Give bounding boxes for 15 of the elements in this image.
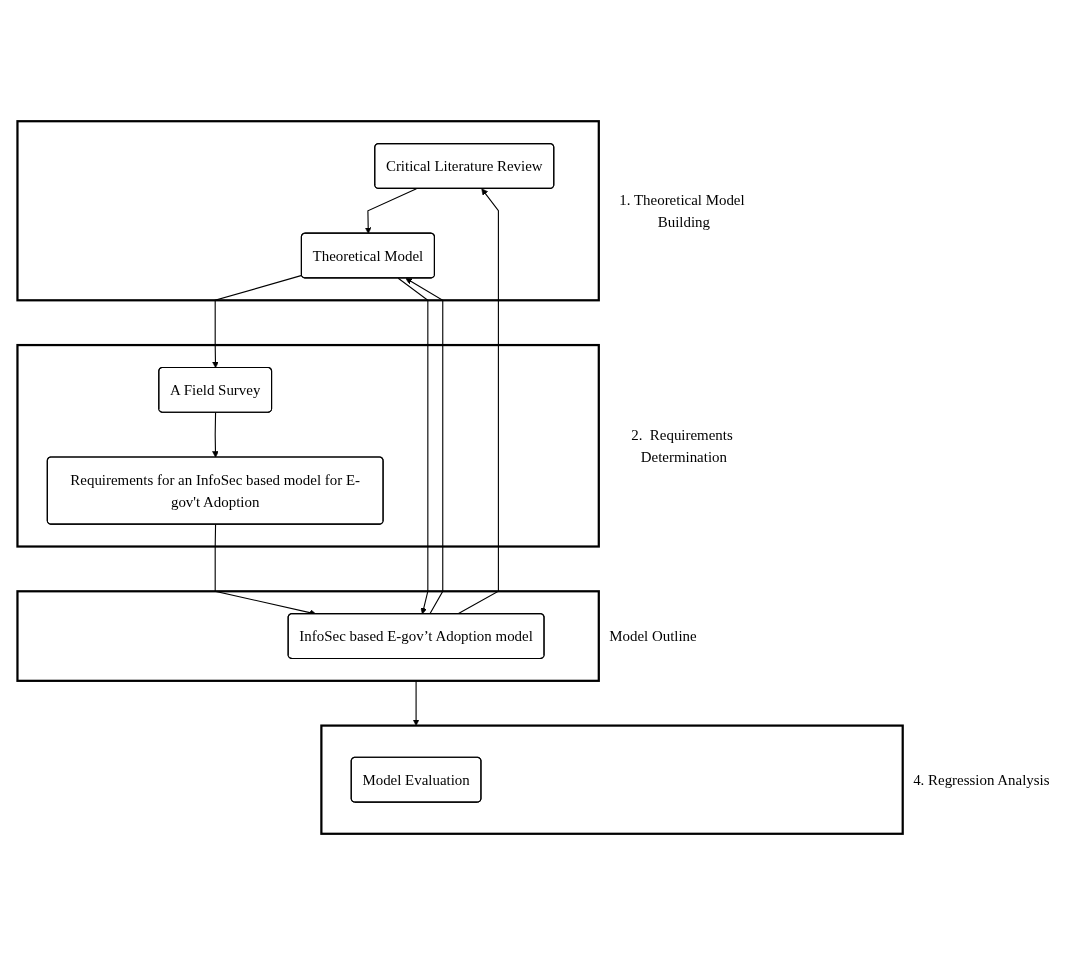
cluster: [320, 724, 904, 835]
cluster: [16, 343, 600, 548]
cluster: [16, 590, 600, 682]
cluster: [16, 120, 600, 302]
arrow: [457, 188, 499, 615]
node-label: 2. Requirements Determination: [631, 426, 733, 466]
node-label: Model Outline: [609, 627, 697, 645]
arrow: [412, 680, 420, 726]
arrow: [405, 278, 444, 615]
node-label: 1. Theoretical Model Building: [619, 191, 745, 231]
arrow: [212, 412, 219, 458]
arrow: [212, 274, 303, 369]
arrow: [364, 188, 417, 234]
arrow: [397, 277, 429, 615]
node-label: 4. Regression Analysis: [913, 771, 1050, 788]
